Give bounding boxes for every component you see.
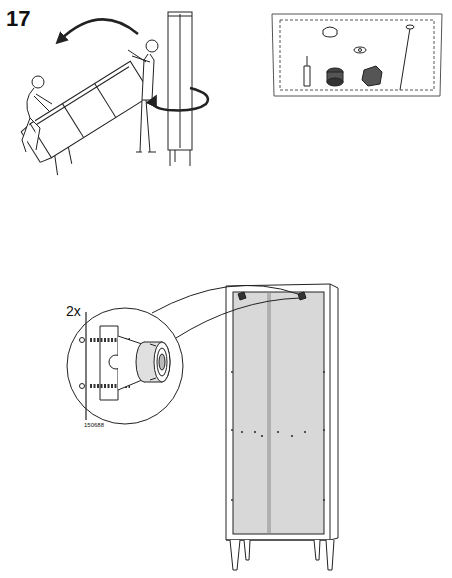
cabinet-back [226, 284, 338, 570]
person [128, 40, 158, 152]
tilt-arrow [60, 19, 138, 40]
hardware-bag [272, 14, 442, 96]
rotate-arrow [153, 88, 208, 110]
upright-cabinet [168, 12, 192, 166]
tipping-cabinet [20, 61, 161, 179]
part-number: 150688 [84, 422, 104, 428]
quantity-label: 2x [66, 304, 81, 318]
detail-callout [67, 285, 300, 424]
step-number: 17 [6, 8, 30, 30]
person [22, 76, 52, 152]
